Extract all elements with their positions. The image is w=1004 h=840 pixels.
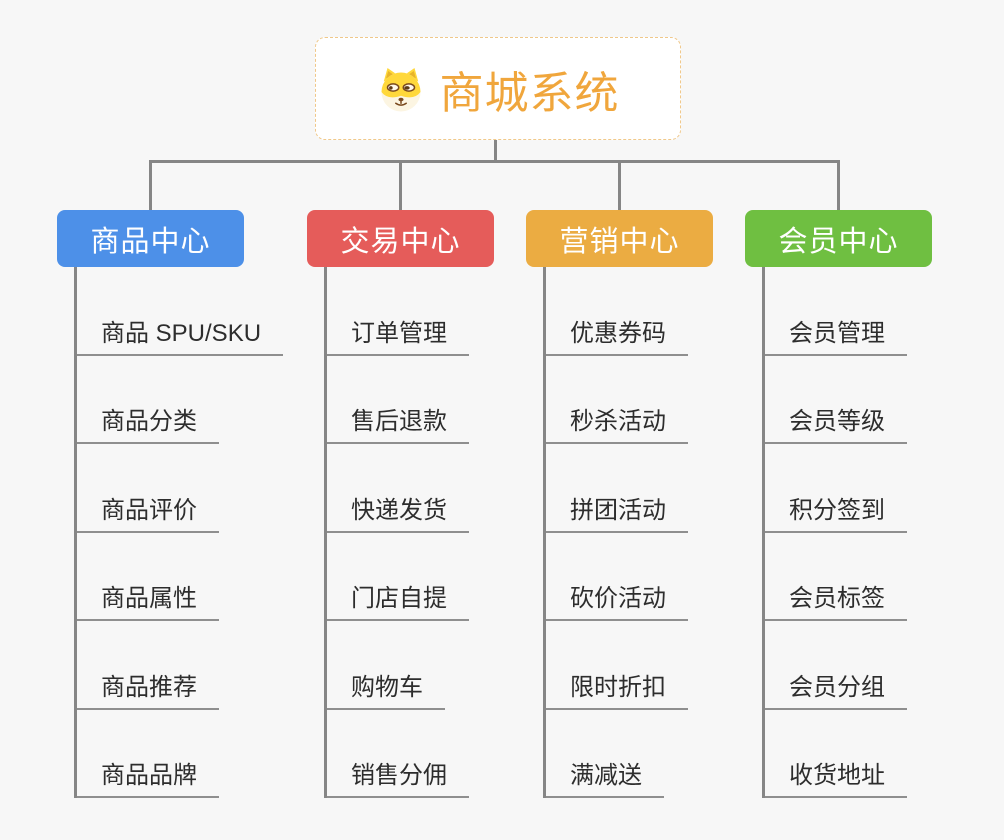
- branch-items: 会员管理会员等级积分签到会员标签会员分组收货地址: [762, 267, 932, 798]
- mindmap-node[interactable]: 商品评价: [77, 444, 219, 533]
- branch-header[interactable]: 商品中心: [57, 210, 244, 267]
- mindmap-node[interactable]: 砍价活动: [546, 533, 688, 621]
- branch-label: 会员中心: [778, 225, 899, 258]
- mindmap-node[interactable]: 门店自提: [327, 533, 469, 621]
- mindmap-node[interactable]: 收货地址: [765, 710, 907, 798]
- branch: 交易中心 订单管理售后退款快递发货门店自提购物车销售分佣: [307, 210, 494, 798]
- branch: 营销中心 优惠券码秒杀活动拼团活动砍价活动限时折扣满减送: [526, 210, 713, 798]
- mindmap-node[interactable]: 商品属性: [77, 533, 219, 621]
- branch-header[interactable]: 营销中心: [526, 210, 713, 267]
- branch-label: 营销中心: [559, 225, 680, 258]
- mindmap-node[interactable]: 会员管理: [765, 267, 907, 356]
- root-label: 商城系统: [439, 68, 620, 118]
- branch-header[interactable]: 会员中心: [745, 210, 932, 267]
- mindmap-node[interactable]: 会员等级: [765, 356, 907, 444]
- mindmap-node[interactable]: 商品 SPU/SKU: [77, 267, 284, 356]
- branch: 会员中心 会员管理会员等级积分签到会员标签会员分组收货地址: [745, 210, 932, 798]
- mindmap-node[interactable]: 优惠券码: [546, 267, 688, 356]
- branch-header[interactable]: 交易中心: [307, 210, 494, 267]
- mindmap-node[interactable]: 售后退款: [327, 356, 469, 444]
- mindmap-node[interactable]: 拼团活动: [546, 444, 688, 533]
- doge-icon: [381, 67, 420, 111]
- root-node[interactable]: 商城系统: [315, 37, 681, 140]
- mindmap-node[interactable]: 商品分类: [77, 356, 219, 444]
- mindmap-node[interactable]: 秒杀活动: [546, 356, 688, 444]
- mindmap-node[interactable]: 订单管理: [327, 267, 469, 356]
- branch-label: 商品中心: [90, 225, 211, 258]
- branch-label: 交易中心: [340, 225, 461, 258]
- mindmap-node[interactable]: 积分签到: [765, 444, 907, 533]
- mindmap-node[interactable]: 销售分佣: [327, 710, 469, 798]
- mindmap-node[interactable]: 商品品牌: [77, 710, 219, 798]
- branch-items: 优惠券码秒杀活动拼团活动砍价活动限时折扣满减送: [543, 267, 713, 798]
- mindmap-node[interactable]: 会员标签: [765, 533, 907, 621]
- mindmap-node[interactable]: 会员分组: [765, 621, 907, 710]
- mindmap-node[interactable]: 快递发货: [327, 444, 469, 533]
- mindmap-node[interactable]: 商品推荐: [77, 621, 219, 710]
- mindmap-node[interactable]: 限时折扣: [546, 621, 688, 710]
- mindmap-node[interactable]: 满减送: [546, 710, 664, 798]
- branch-items: 订单管理售后退款快递发货门店自提购物车销售分佣: [324, 267, 494, 798]
- mindmap-node[interactable]: 购物车: [327, 621, 445, 710]
